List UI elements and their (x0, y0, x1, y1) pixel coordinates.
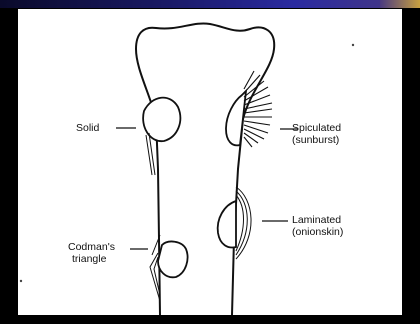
sunburst-spicules (244, 71, 272, 147)
label-onionskin: (onionskin) (292, 226, 343, 238)
bone-diagram (18, 9, 402, 315)
laminated-lesion (218, 201, 236, 247)
slide-header-bar (0, 0, 420, 8)
bone-outline (136, 23, 274, 315)
label-codmans: Codman's (68, 241, 115, 253)
slide-header-accent (380, 0, 420, 8)
label-solid: Solid (76, 122, 99, 134)
spiculated-lesion (226, 91, 246, 145)
onionskin-layers (236, 187, 251, 259)
label-spiculated: Spiculated (292, 122, 341, 134)
leader-lines (116, 128, 298, 249)
label-laminated: Laminated (292, 214, 341, 226)
codman-lesion (158, 242, 188, 278)
solid-lesion (143, 98, 180, 142)
label-sunburst: (sunburst) (292, 134, 339, 146)
label-triangle: triangle (72, 253, 106, 265)
periosteal-reaction-figure: Solid Spiculated (sunburst) Laminated (o… (18, 9, 402, 315)
